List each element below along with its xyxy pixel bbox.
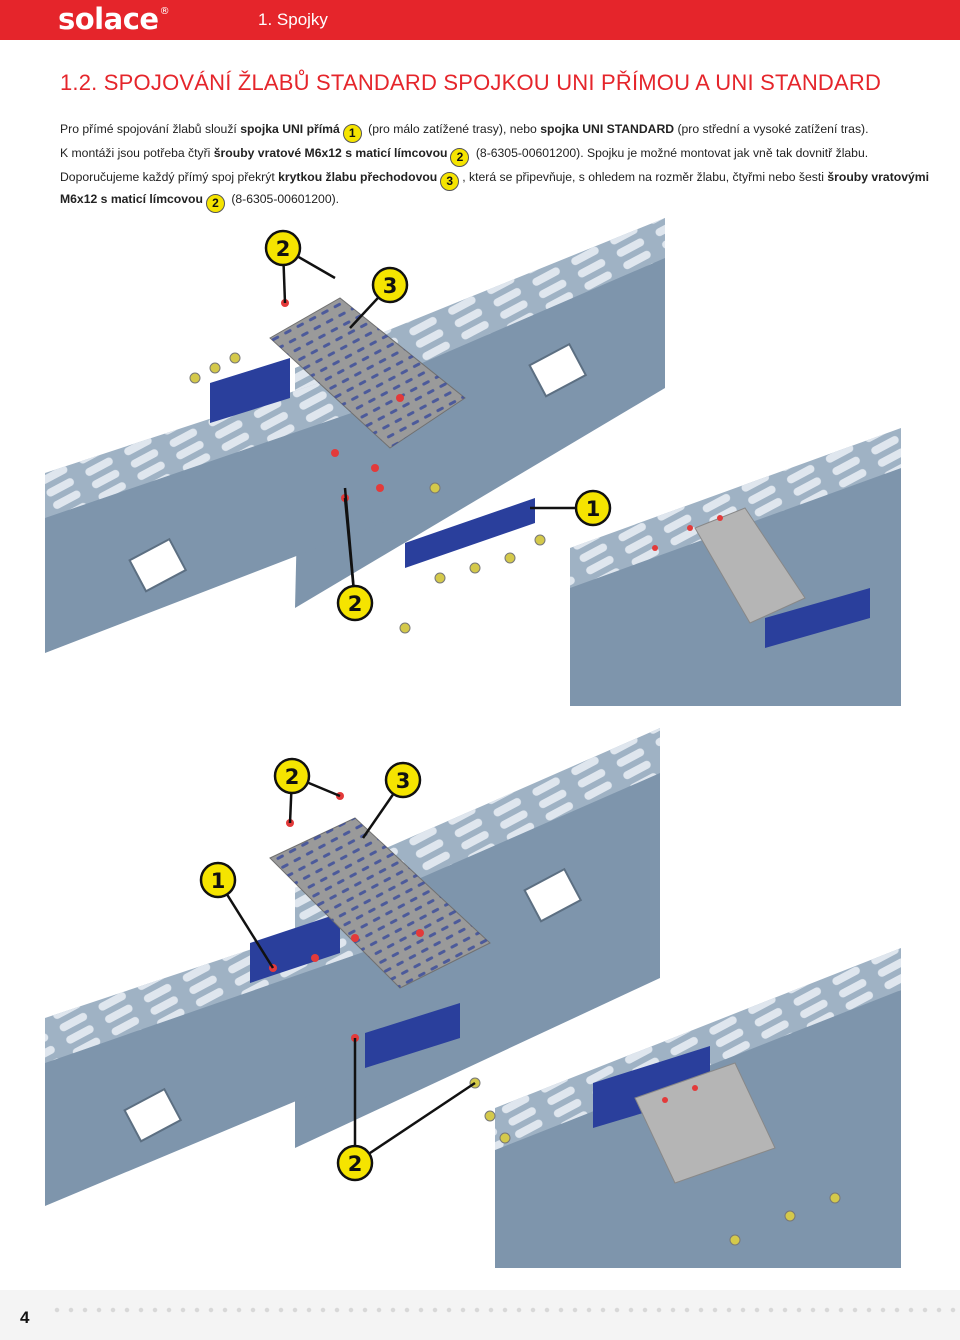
footer-strip bbox=[0, 1290, 960, 1340]
cover-plate bbox=[634, 1062, 776, 1184]
coupler-plate bbox=[405, 498, 535, 568]
callout-badge: 2 bbox=[205, 194, 225, 213]
callout-2: 2 bbox=[348, 592, 363, 616]
callout-2: 2 bbox=[276, 237, 291, 261]
callout-3: 3 bbox=[396, 769, 411, 793]
square-cutout bbox=[523, 867, 583, 923]
tray-front-floor bbox=[45, 928, 375, 1206]
illustration-bottom: 2 3 1 2 bbox=[45, 728, 901, 1268]
coupler-plate bbox=[365, 1003, 460, 1068]
square-cutout bbox=[123, 1087, 183, 1143]
coupler-plate bbox=[765, 588, 870, 648]
page-number: 4 bbox=[20, 1308, 30, 1327]
illustration-top: 2 3 1 2 bbox=[45, 218, 901, 706]
callout-1: 1 bbox=[211, 869, 226, 893]
section-title: 1.2. SPOJOVÁNÍ ŽLABŮ STANDARD SPOJKOU UN… bbox=[60, 70, 882, 95]
coupler-plate bbox=[210, 358, 290, 423]
tray-front-slots bbox=[45, 358, 395, 518]
paragraph-2: K montáži jsou potřeba čtyři šrouby vrat… bbox=[60, 145, 868, 167]
callout-2: 2 bbox=[348, 1152, 363, 1176]
callout-badge: 3 bbox=[440, 172, 460, 191]
callout-3: 3 bbox=[383, 274, 398, 298]
header-bar: solace® 1. Spojky bbox=[0, 0, 960, 40]
cover-plate bbox=[270, 818, 490, 988]
square-cutout bbox=[528, 342, 588, 398]
callout-badge: 2 bbox=[450, 148, 470, 167]
footer-pattern bbox=[50, 1305, 960, 1315]
paragraph-3: Doporučujeme každý přímý spoj překrýt kr… bbox=[60, 169, 929, 191]
square-cutout bbox=[128, 537, 188, 593]
cover-plate-perforation bbox=[270, 298, 465, 448]
cover-plate bbox=[694, 507, 806, 624]
callout-badge: 1 bbox=[342, 124, 362, 143]
chapter-title: 1. Spojky bbox=[258, 10, 328, 29]
callout-2: 2 bbox=[285, 765, 300, 789]
paragraph-1: Pro přímé spojování žlabů slouží spojka … bbox=[60, 121, 868, 143]
coupler-plate bbox=[593, 1046, 710, 1128]
callout-1: 1 bbox=[586, 497, 601, 521]
tray-front-floor bbox=[45, 378, 395, 653]
solace-logo: solace® bbox=[58, 2, 170, 36]
